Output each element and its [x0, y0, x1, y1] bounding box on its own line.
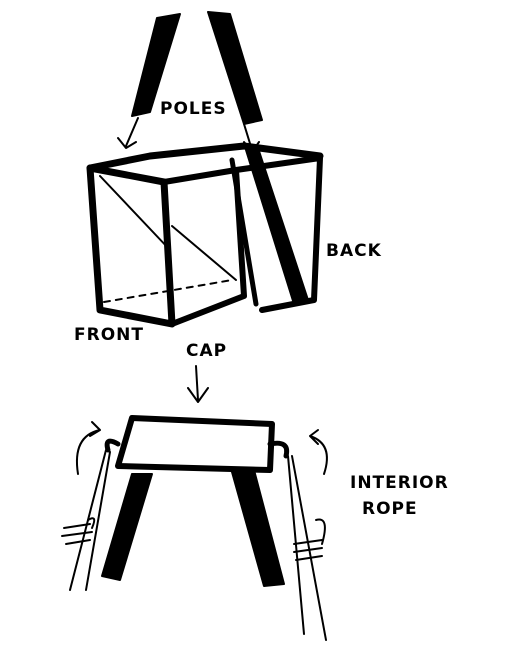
- cap-assembly: [102, 418, 287, 586]
- right-leg: [232, 470, 284, 586]
- back-pole-right: [246, 148, 308, 304]
- back-label: BACK: [326, 241, 382, 261]
- poles-label: POLES: [160, 99, 227, 119]
- cap-arrow: [188, 366, 208, 402]
- left-leg: [102, 474, 152, 580]
- interior-rope-label-line2: ROPE: [362, 499, 418, 519]
- interior-rope-label-line1: INTERIOR: [350, 473, 449, 493]
- cap-body: [118, 418, 272, 470]
- left-hook: [107, 441, 118, 450]
- front-label: FRONT: [74, 325, 144, 345]
- left-rope-arrow: [77, 422, 100, 474]
- left-pole-arrow: [118, 118, 138, 148]
- box-front-face: [90, 168, 172, 324]
- cap-label: CAP: [186, 341, 227, 361]
- box-side-diagonal: [172, 226, 236, 280]
- left-rope-knot: [62, 518, 94, 544]
- tent-box: [90, 146, 320, 324]
- box-side-face: [164, 170, 244, 324]
- box-front-diagonal: [100, 176, 170, 250]
- right-rope-arrow: [310, 430, 327, 474]
